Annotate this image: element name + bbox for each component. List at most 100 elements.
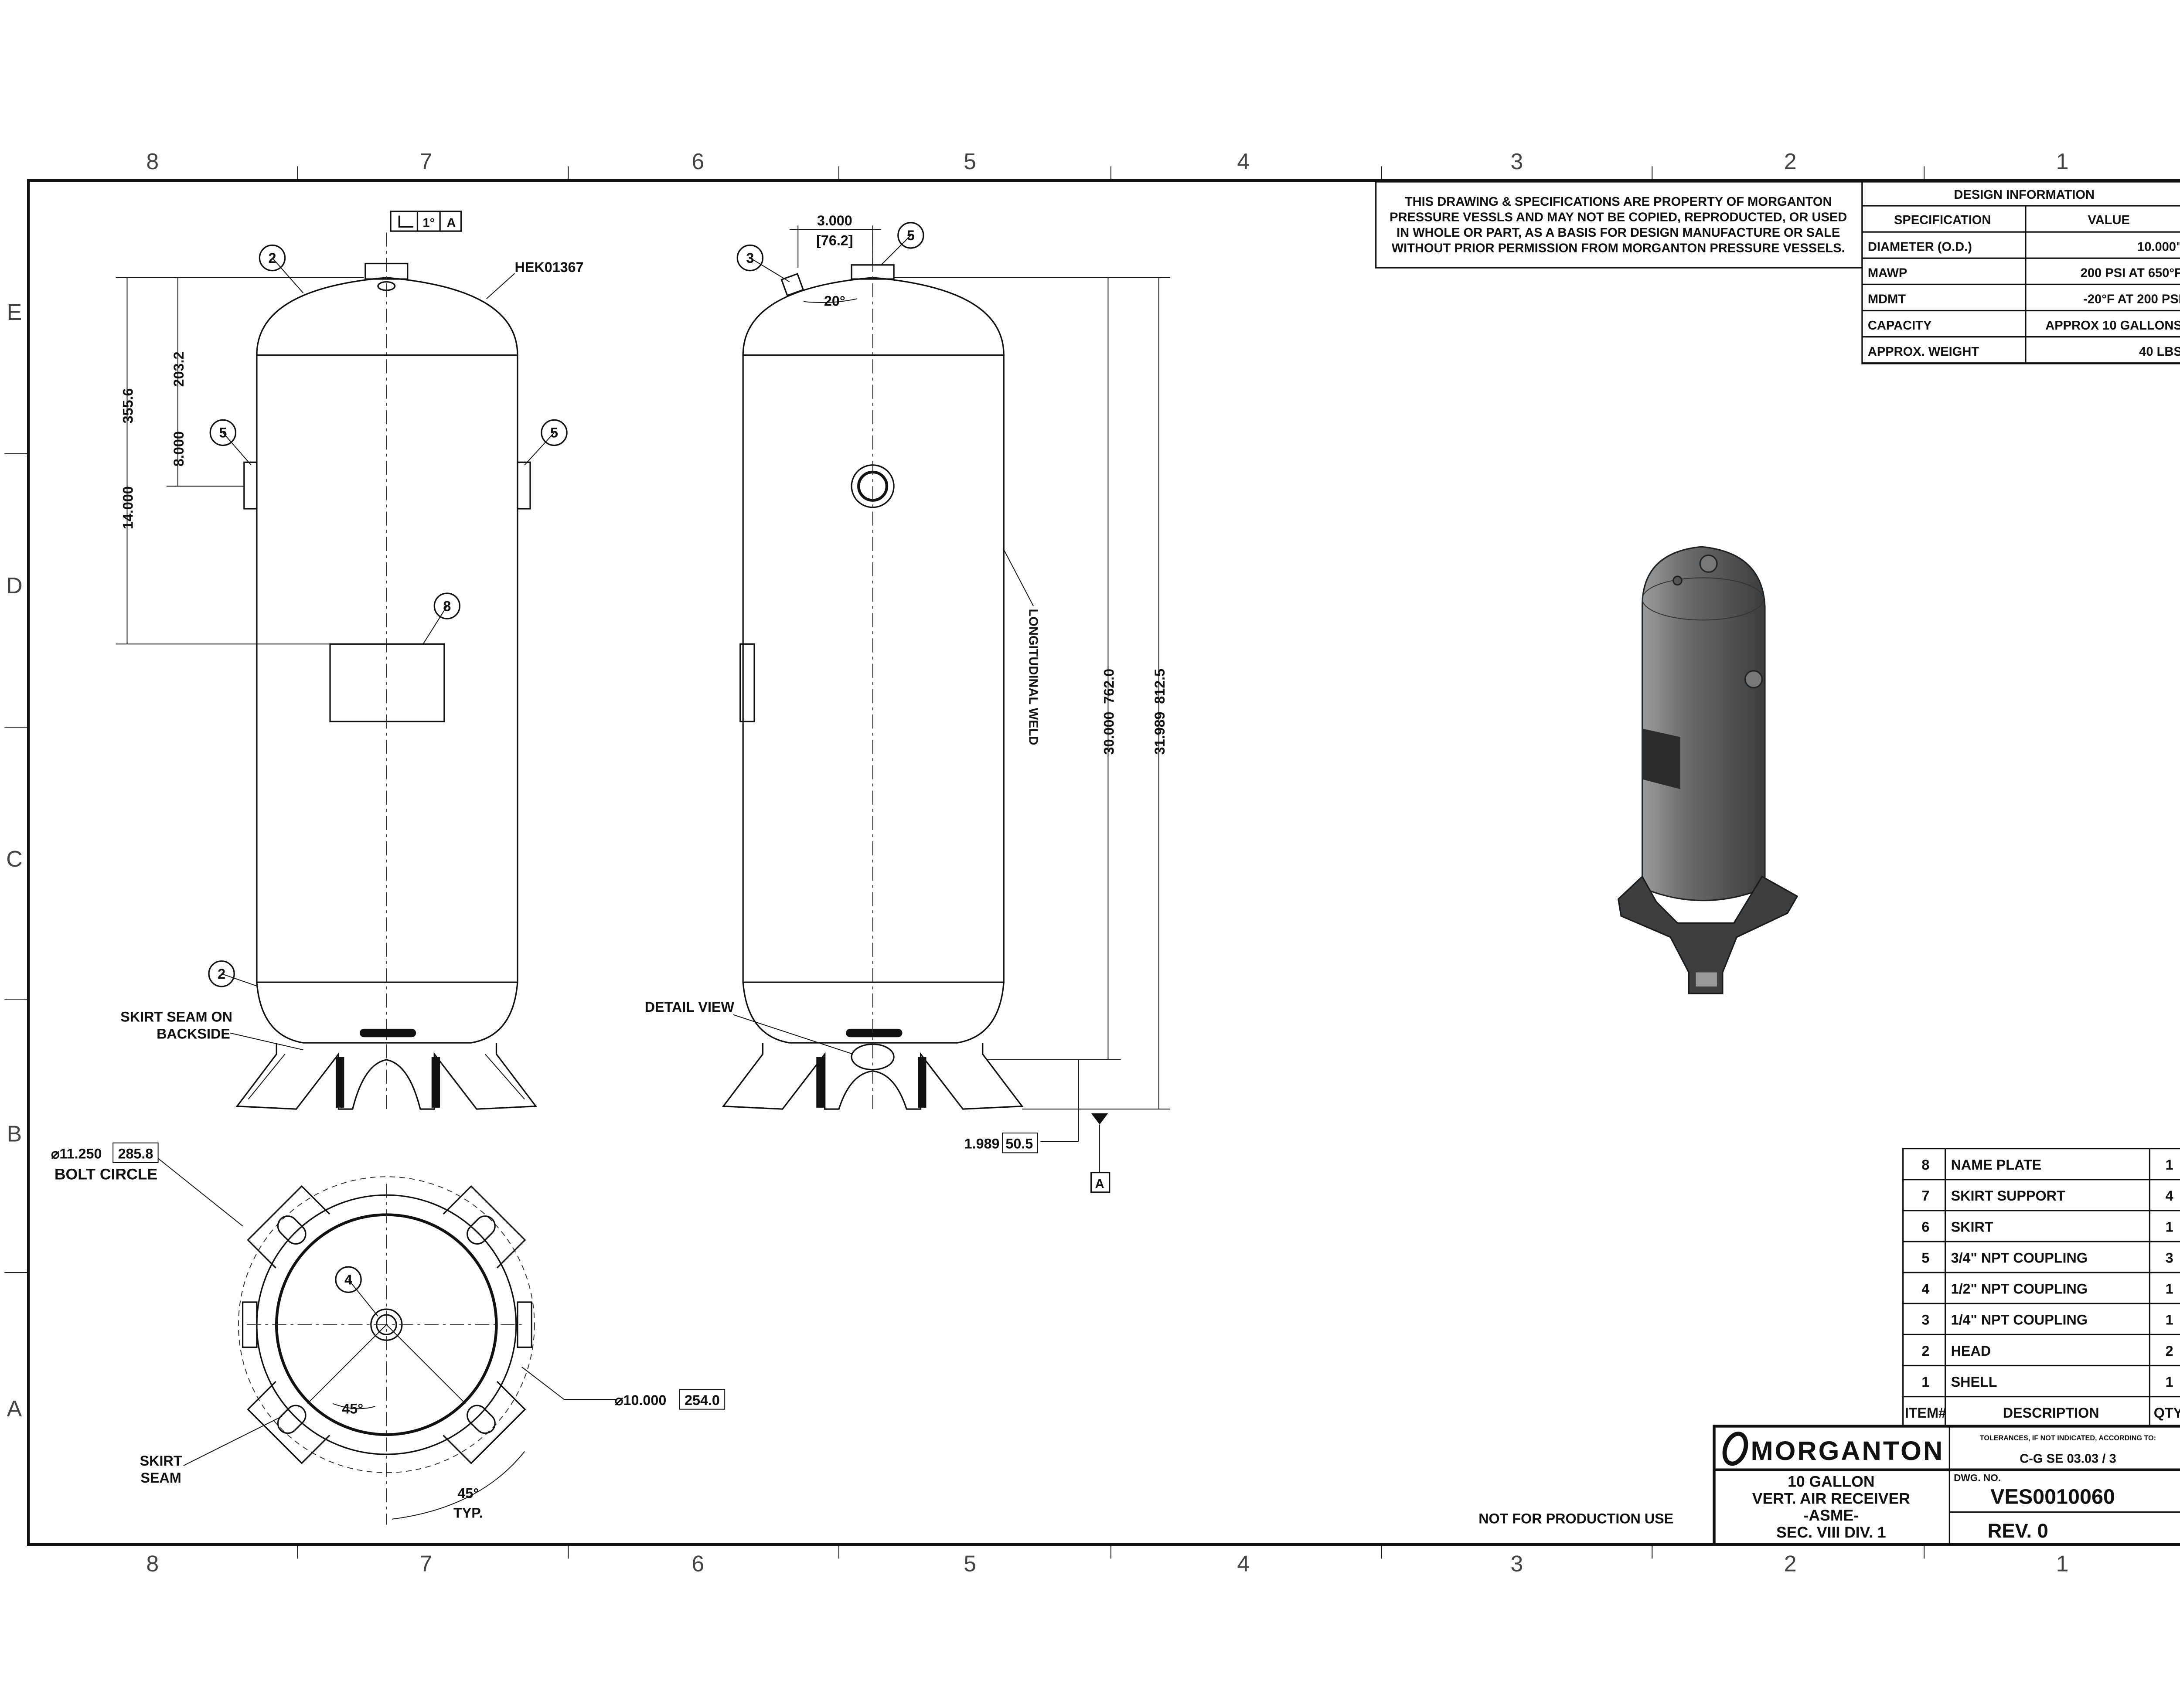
zone-row-label: B bbox=[7, 1121, 22, 1146]
bom-item-number: 3 bbox=[1921, 1312, 1929, 1328]
zone-markers: 8877665544332211EEDDCCBBAA bbox=[4, 149, 2069, 1576]
dimension-8: 8.000 bbox=[171, 431, 187, 466]
not-for-production-note: NOT FOR PRODUCTION USE bbox=[1478, 1511, 1673, 1527]
item-balloon bbox=[433, 592, 461, 619]
skirt-support-lug bbox=[247, 1185, 330, 1269]
spec-value: APPROX 10 GALLONS bbox=[2045, 319, 2180, 333]
bom-description: SKIRT SUPPORT bbox=[1951, 1188, 2065, 1204]
zone-column-label: 1 bbox=[2056, 1551, 2069, 1576]
zone-column-label: 2 bbox=[1784, 1551, 1797, 1576]
zone-column-label: 8 bbox=[146, 149, 159, 174]
bom-header: DESCRIPTION bbox=[2003, 1405, 2099, 1421]
notice-line: WITHOUT PRIOR PERMISSION FROM MORGANTON … bbox=[1392, 242, 1845, 255]
dimension-31-mm: 812.5 bbox=[1152, 669, 1168, 704]
bom-quantity: 1 bbox=[2166, 1281, 2173, 1297]
title-block: MORGANTON TOLERANCES, IF NOT INDICATED, … bbox=[1713, 1425, 2180, 1546]
zone-row-label: A bbox=[7, 1396, 22, 1421]
bom-item-number: 7 bbox=[1921, 1188, 1929, 1204]
spec-value: 200 PSI AT 650°F bbox=[2081, 266, 2180, 280]
zone-column-label: 8 bbox=[146, 1551, 159, 1576]
gdt-datum: A bbox=[447, 216, 456, 230]
drawing-number: VES0010060 bbox=[1990, 1485, 2115, 1508]
bom-description: 1/2" NPT COUPLING bbox=[1951, 1281, 2088, 1297]
front-view: 1° A HEK01367 14.000 355.6 8.000 203.2 2… bbox=[116, 211, 584, 1113]
tolerance-value: C-G SE 03.03 / 3 bbox=[2020, 1452, 2116, 1466]
head-mark-label: HEK01367 bbox=[515, 259, 584, 275]
design-info-header: SPECIFICATION bbox=[1894, 213, 1991, 227]
isometric-render bbox=[1617, 546, 1798, 994]
bom-quantity: 1 bbox=[2166, 1219, 2173, 1235]
title-line: 10 GALLON bbox=[1788, 1473, 1874, 1490]
zone-column-label: 1 bbox=[2056, 149, 2069, 174]
dimension-1989-mm: 50.5 bbox=[1005, 1136, 1033, 1152]
shell-diameter: ⌀10.000 bbox=[615, 1392, 666, 1408]
bom-quantity: 3 bbox=[2166, 1250, 2173, 1266]
skirt-seam-note: BACKSIDE bbox=[157, 1026, 230, 1041]
spec-name: DIAMETER (O.D.) bbox=[1868, 240, 1972, 254]
bom-description: 3/4" NPT COUPLING bbox=[1951, 1250, 2088, 1266]
item-balloon bbox=[736, 244, 764, 272]
angle-45-typ: 45° bbox=[457, 1485, 479, 1501]
longitudinal-weld-note: LONGITUDINAL WELD bbox=[1026, 609, 1040, 745]
spec-value: 10.000" bbox=[2137, 240, 2180, 254]
morganton-logo: MORGANTON bbox=[1722, 1432, 1943, 1466]
zone-column-label: 2 bbox=[1784, 149, 1797, 174]
spec-name: APPROX. WEIGHT bbox=[1868, 345, 1979, 359]
detail-view-note: DETAIL VIEW bbox=[645, 999, 735, 1015]
item-balloon bbox=[541, 419, 568, 446]
drawing-border bbox=[27, 179, 2180, 1546]
bom-quantity: 1 bbox=[2166, 1312, 2173, 1328]
spec-name: MAWP bbox=[1868, 266, 1907, 280]
zone-column-label: 7 bbox=[419, 149, 432, 174]
title-line: -ASME- bbox=[1804, 1507, 1859, 1524]
bolt-circle-note: BOLT CIRCLE bbox=[54, 1166, 157, 1183]
skirt-seam-note: SKIRT SEAM ON bbox=[120, 1009, 232, 1025]
bom-description: SKIRT bbox=[1951, 1219, 1993, 1235]
dimension-30: 30.000 bbox=[1101, 712, 1117, 755]
notice-line: THIS DRAWING & SPECIFICATIONS ARE PROPER… bbox=[1405, 195, 1832, 209]
skirt-support-lug bbox=[443, 1185, 526, 1269]
zone-column-label: 4 bbox=[1237, 149, 1250, 174]
bom-description: 1/4" NPT COUPLING bbox=[1951, 1312, 2088, 1328]
bom-quantity: 2 bbox=[2166, 1343, 2173, 1359]
logo-text: MORGANTON bbox=[1751, 1436, 1943, 1466]
spec-name: MDMT bbox=[1868, 293, 1906, 306]
spec-value: 40 LBS bbox=[2139, 345, 2180, 359]
dimension-8-mm: 203.2 bbox=[171, 352, 187, 387]
angle-45: 45° bbox=[342, 1401, 363, 1416]
bom-item-number: 1 bbox=[1921, 1374, 1929, 1390]
angle-20: 20° bbox=[824, 293, 845, 309]
revision: REV. 0 bbox=[1988, 1520, 2048, 1542]
design-info-title: DESIGN INFORMATION bbox=[1954, 188, 2095, 202]
dimension-1989: 1.989 bbox=[964, 1136, 1000, 1152]
dimension-3-mm: [76.2] bbox=[816, 232, 853, 248]
angle-typ: TYP. bbox=[453, 1505, 483, 1521]
skirt-seam-label: SKIRT bbox=[140, 1453, 182, 1469]
dimension-14: 14.000 bbox=[120, 486, 136, 529]
skirt-support-lug bbox=[443, 1381, 526, 1464]
bom-header: QTY. bbox=[2154, 1405, 2180, 1421]
bolt-circle-dia-prefix: ⌀11.250 bbox=[51, 1146, 102, 1161]
spec-name: CAPACITY bbox=[1868, 319, 1931, 333]
notice-line: IN WHOLE OR PART, AS A BASIS FOR DESIGN … bbox=[1397, 226, 1840, 240]
zone-column-label: 5 bbox=[964, 1551, 976, 1576]
property-notice: THIS DRAWING & SPECIFICATIONS ARE PROPER… bbox=[1375, 181, 1863, 269]
bom-item-number: 6 bbox=[1921, 1219, 1929, 1235]
bom-header: ITEM# bbox=[1905, 1405, 1946, 1421]
zone-column-label: 7 bbox=[419, 1551, 432, 1576]
zone-column-label: 5 bbox=[964, 149, 976, 174]
bom-description: HEAD bbox=[1951, 1343, 1991, 1359]
item-balloon bbox=[897, 222, 924, 249]
skirt-support-lug bbox=[247, 1381, 330, 1464]
item-balloon bbox=[209, 419, 237, 446]
shell-diameter-mm: 254.0 bbox=[685, 1392, 720, 1408]
item-balloon bbox=[208, 960, 235, 987]
bom-quantity: 4 bbox=[2166, 1188, 2173, 1204]
zone-column-label: 6 bbox=[691, 149, 704, 174]
zone-column-label: 4 bbox=[1237, 1551, 1250, 1576]
title-line: SEC. VIII DIV. 1 bbox=[1776, 1524, 1886, 1541]
dwg-no-label: DWG. NO. bbox=[1954, 1473, 2001, 1483]
side-view: 3.000 [76.2] 20° 35 LONGITUDINAL WELD DE… bbox=[645, 213, 1170, 1193]
